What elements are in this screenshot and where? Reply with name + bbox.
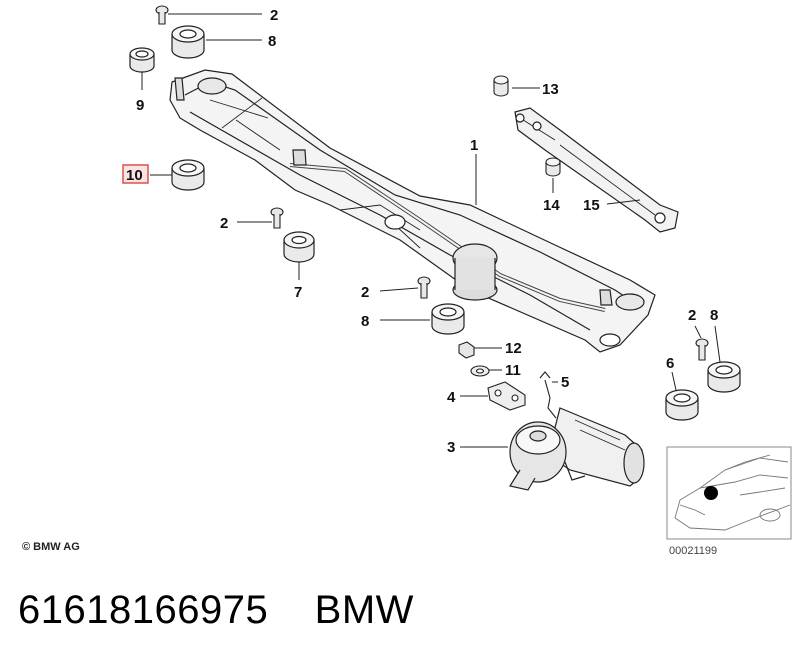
callout-2: 2 <box>220 215 228 232</box>
callout-11: 11 <box>505 362 521 379</box>
leader-lines <box>141 13 721 448</box>
callout-4: 4 <box>447 389 456 406</box>
callout-8: 8 <box>268 33 276 50</box>
callout-3: 3 <box>447 439 455 456</box>
copyright-notice: © BMW AG <box>22 541 80 553</box>
callout-2: 2 <box>270 7 278 24</box>
vehicle-locator-inset: 00021199 <box>666 446 792 557</box>
callout-9: 9 <box>136 97 144 114</box>
bolt-part-2 <box>270 207 284 229</box>
callout-5: 5 <box>561 374 569 391</box>
bushing-part-14 <box>545 157 561 177</box>
callout-1: 1 <box>470 137 478 154</box>
bolt-part-2 <box>695 338 709 361</box>
bushing-part-8 <box>707 361 741 393</box>
location-marker-icon <box>704 486 718 500</box>
callout-2: 2 <box>361 284 369 301</box>
inset-code: 00021199 <box>669 545 717 557</box>
callout-8: 8 <box>361 313 369 330</box>
washer-part-11 <box>470 365 490 377</box>
callout-12: 12 <box>505 340 522 357</box>
bushing-part-7 <box>283 231 315 263</box>
callout-13: 13 <box>542 81 559 98</box>
bushing-part-13 <box>493 75 509 97</box>
nut-part-12 <box>458 341 475 359</box>
bushing-part-9 <box>129 47 155 73</box>
bracket-part-4 <box>487 381 526 411</box>
car-outline-icon <box>674 454 791 531</box>
callout-2: 2 <box>688 307 696 324</box>
callout-labels: 2 8 9 10 2 7 1 13 14 15 2 8 12 11 5 4 3 … <box>126 7 718 456</box>
callout-10: 10 <box>126 167 143 184</box>
bolt-part-2 <box>417 276 431 299</box>
wiper-motor-part-3 <box>509 407 645 491</box>
bushing-part-8 <box>431 303 465 335</box>
connecting-rod-part-15 <box>514 107 679 233</box>
bushing-part-10 <box>171 159 205 191</box>
bolt-part-2 <box>155 5 169 25</box>
callout-14: 14 <box>543 197 560 214</box>
callout-15: 15 <box>583 197 600 214</box>
wiper-frame-part-1 <box>169 69 656 353</box>
callout-7: 7 <box>294 284 302 301</box>
callout-10-highlight <box>122 164 149 184</box>
bushing-part-6 <box>665 389 699 421</box>
connector-part-5 <box>539 371 557 419</box>
callout-8: 8 <box>710 307 718 324</box>
callout-6: 6 <box>666 355 674 372</box>
part-number-label: 61618166975 BMW <box>18 588 414 632</box>
bushing-part-8 <box>171 25 205 59</box>
